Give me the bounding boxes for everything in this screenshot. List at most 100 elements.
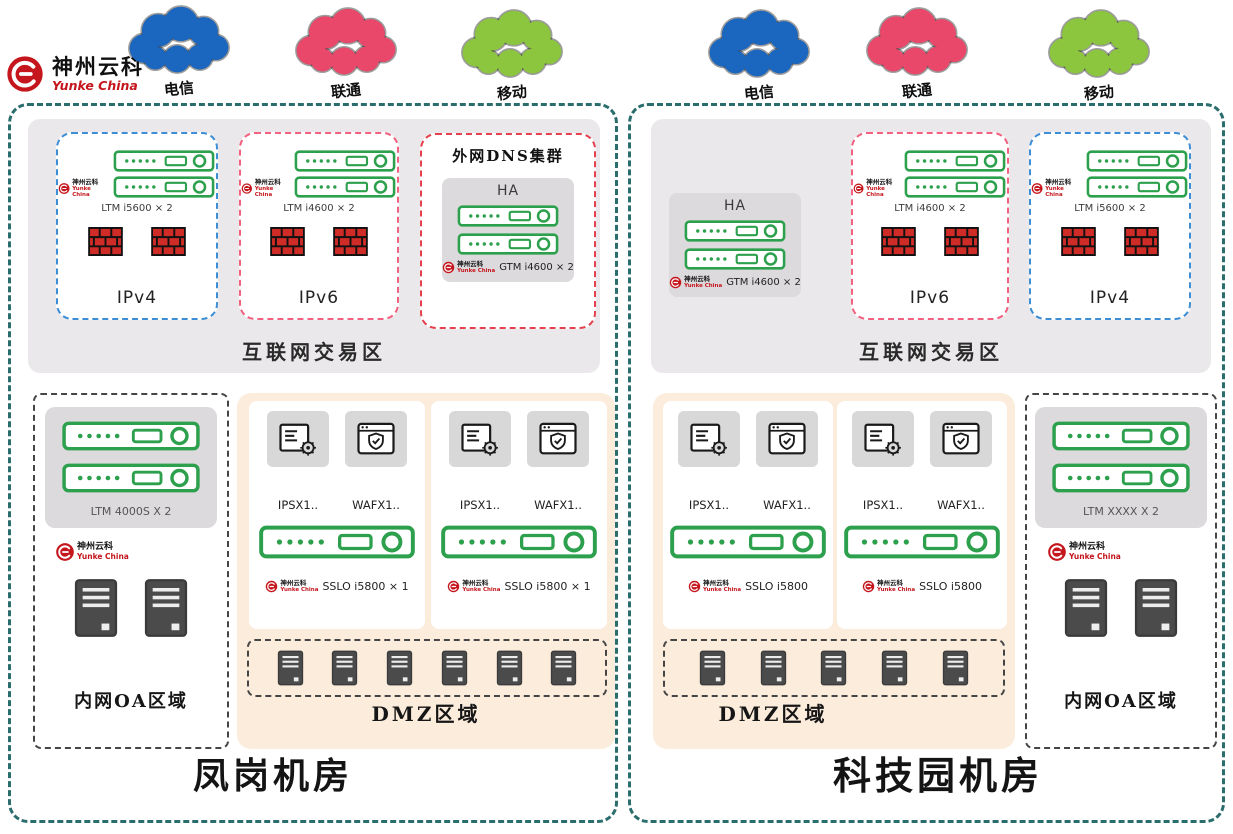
ltm-card: LTM XXXX X 2 <box>1035 407 1207 528</box>
logo-en: Yunke China <box>877 587 916 594</box>
gtm-appliance-icon <box>456 205 560 227</box>
firewall-icon <box>333 227 368 256</box>
waf-tile-col: WAFX1.. <box>345 411 407 512</box>
logo-cn: 神州云科 <box>1045 177 1072 186</box>
ip-version-label: IPv4 <box>116 288 158 308</box>
security-tiles: IPSX1.. WAFX1.. <box>449 411 589 512</box>
ha-label: HA <box>496 183 520 199</box>
server-icon <box>1133 578 1179 638</box>
brand-subtitle: Yunke China <box>52 77 138 93</box>
logo-cn: 神州云科 <box>462 579 489 587</box>
ips-tile-col: IPSX1.. <box>449 411 511 512</box>
logo-en: Yunke China <box>457 268 496 275</box>
rack-appliance-icon <box>293 150 397 172</box>
server-icon <box>277 650 304 686</box>
logo-cn: 神州云科 <box>866 177 893 186</box>
server-icon <box>1063 578 1109 638</box>
logo-cn: 神州云科 <box>877 579 904 587</box>
rack-appliance-icon <box>1050 421 1192 451</box>
ips-tile <box>449 411 511 467</box>
internet-zone-label: 互联网交易区 <box>242 340 386 364</box>
rack-appliance-icon <box>1085 176 1189 198</box>
waf-tile-col: WAFX1.. <box>930 411 992 512</box>
firewall-row <box>270 227 368 256</box>
logo-en: Yunke China <box>72 185 91 198</box>
gtm-device-label: GTM i4600 × 2 <box>726 277 801 289</box>
security-tiles: IPSX1.. WAFX1.. <box>678 411 818 512</box>
device-caption: LTM i4600 × 2 <box>283 203 355 214</box>
logo-en: Yunke China <box>703 587 742 594</box>
yunke-swirl-icon <box>5 54 45 94</box>
appliance-stack <box>293 150 397 198</box>
server-icon <box>881 650 908 686</box>
dmz-zone-label: DMZ区域 <box>718 702 828 726</box>
server-icon <box>386 650 413 686</box>
rack-appliance-icon <box>1085 150 1189 172</box>
sslo-appliance-icon <box>258 525 416 559</box>
yunke-swirl-icon <box>688 580 701 593</box>
datacenter-name-right: 科技园机房 <box>832 753 1043 798</box>
ips-icon <box>863 422 903 457</box>
waf-icon <box>941 422 981 457</box>
ips-tile <box>852 411 914 467</box>
waf-tile <box>527 411 589 467</box>
gtm-device-label: GTM i4600 × 2 <box>499 262 574 274</box>
server-row <box>73 578 189 638</box>
ips-tile <box>678 411 740 467</box>
yunke-swirl-icon <box>1031 182 1043 195</box>
yunke-swirl-icon <box>1047 542 1067 562</box>
firewall-row <box>1061 227 1159 256</box>
dns-cluster-title: 外网DNS集群 <box>452 147 564 165</box>
logo-cn: 神州云科 <box>77 541 114 552</box>
waf-tile-col: WAFX1.. <box>527 411 589 512</box>
rack-appliance-icon <box>1050 463 1192 493</box>
ips-label: IPSX1.. <box>459 498 501 512</box>
yunke-swirl-icon <box>55 542 75 562</box>
yunke-brand-logo: 神州云科 Yunke China <box>5 54 144 94</box>
ips-label: IPSX1.. <box>688 498 730 512</box>
ha-label: HA <box>723 198 747 214</box>
waf-tile <box>930 411 992 467</box>
ip-version-label: IPv4 <box>1089 288 1131 308</box>
waf-tile <box>756 411 818 467</box>
firewall-icon <box>270 227 305 256</box>
yunke-swirl-icon <box>58 182 70 195</box>
yunke-swirl-icon <box>265 580 278 593</box>
cloud-unicom-icon <box>858 6 976 78</box>
server-row <box>1063 578 1179 638</box>
server-icon <box>550 650 577 686</box>
ip-version-label: IPv6 <box>909 288 951 308</box>
device-caption: LTM 4000S X 2 <box>90 505 172 518</box>
cloud-mobile-icon <box>453 8 571 80</box>
gtm-appliance-icon <box>456 233 560 255</box>
oa-zone-label: 内网OA区域 <box>1064 691 1178 712</box>
rack-appliance-icon <box>903 150 1007 172</box>
brand-title: 神州云科 <box>52 54 144 79</box>
logo-en: Yunke China <box>866 185 885 198</box>
sslo-appliance-icon <box>843 525 1001 559</box>
ips-icon <box>278 422 318 457</box>
firewall-icon <box>88 227 123 256</box>
server-icon <box>760 650 787 686</box>
sslo-device-label: SSLO i5800 <box>919 580 982 594</box>
ips-icon <box>689 422 729 457</box>
firewall-icon <box>1124 227 1159 256</box>
waf-icon <box>767 422 807 457</box>
